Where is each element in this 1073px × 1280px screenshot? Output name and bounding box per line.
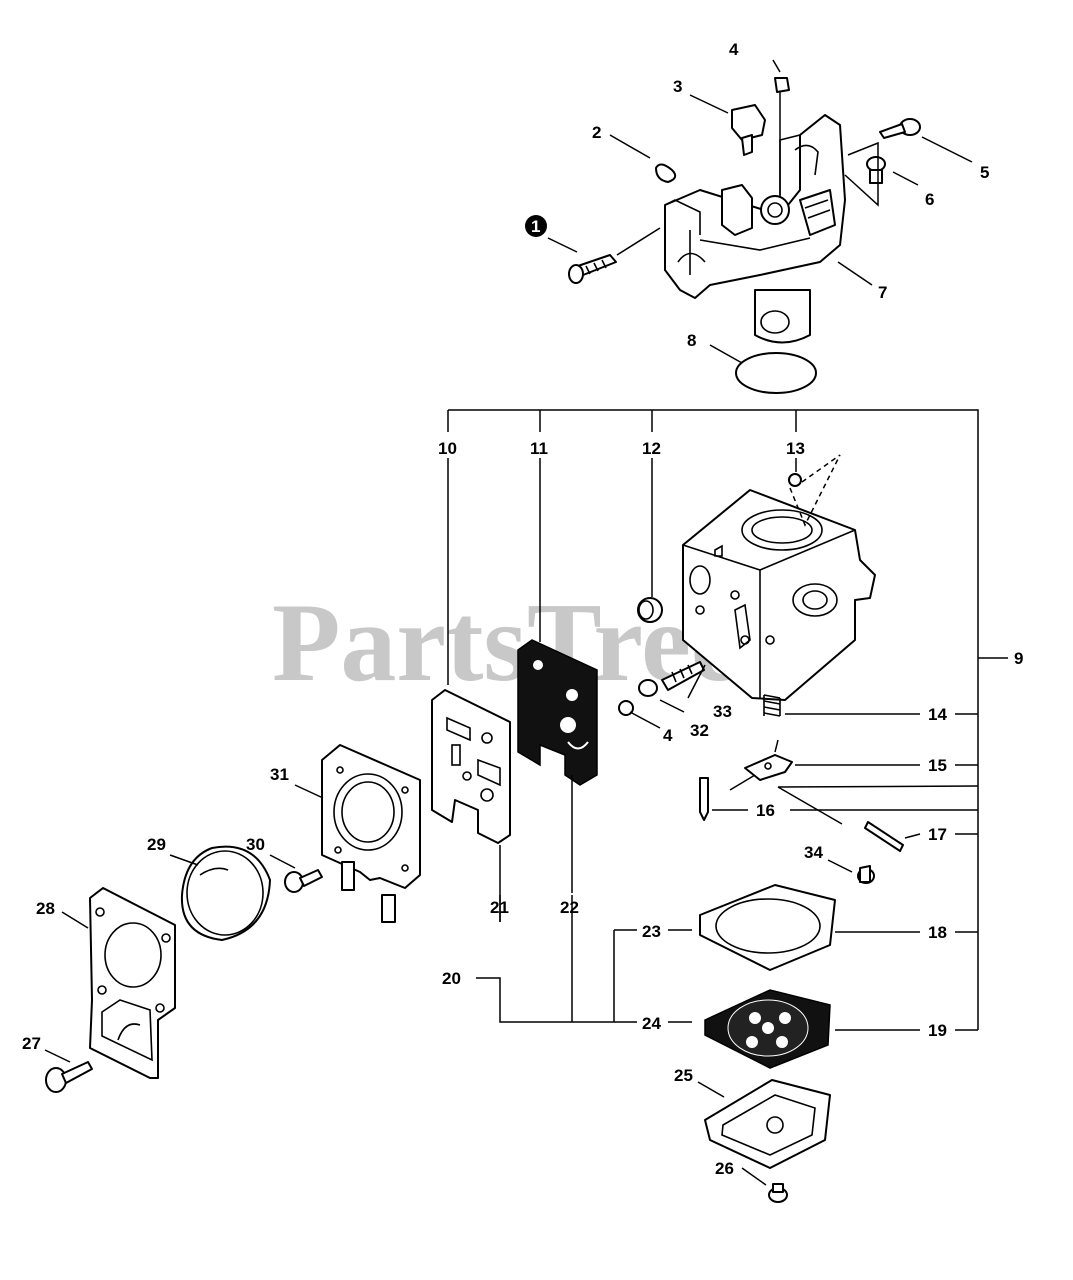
screw-34[interactable] <box>857 865 875 884</box>
screw-27[interactable] <box>45 1061 93 1093</box>
lever-15[interactable] <box>744 754 793 781</box>
callout-33: 33 <box>713 702 732 721</box>
clip-2[interactable] <box>655 163 677 183</box>
primer-bulb-29[interactable] <box>180 845 271 941</box>
callout-26: 26 <box>715 1159 734 1178</box>
ball-13[interactable] <box>788 473 802 487</box>
callout-1-badge <box>525 215 547 237</box>
callout-7: 7 <box>878 283 887 302</box>
plate-28[interactable] <box>89 887 176 1079</box>
callout-20: 20 <box>442 969 461 988</box>
carburetor-body-9[interactable] <box>682 489 876 701</box>
callout-27: 27 <box>22 1034 41 1053</box>
callout-14: 14 <box>928 705 947 724</box>
nut-4[interactable] <box>774 77 790 93</box>
callout-22: 22 <box>560 898 579 917</box>
diaphragm-19[interactable] <box>704 989 831 1069</box>
callout-2: 2 <box>592 123 601 142</box>
callout-18: 18 <box>928 923 947 942</box>
callout-32: 32 <box>690 721 709 740</box>
callout-23: 23 <box>642 922 661 941</box>
screw-30[interactable] <box>284 869 323 893</box>
needle-screw-33[interactable] <box>661 661 705 691</box>
cover-25[interactable] <box>704 1079 831 1169</box>
callout-28: 28 <box>36 899 55 918</box>
callout-19: 19 <box>928 1021 947 1040</box>
callout-1: 1 <box>531 217 540 236</box>
callout-21: 21 <box>490 898 509 917</box>
adjusting-screw-3[interactable] <box>731 104 766 156</box>
callout-24: 24 <box>642 1014 661 1033</box>
callout-4: 4 <box>729 40 739 59</box>
callout-5: 5 <box>980 163 989 182</box>
callout-11: 11 <box>530 439 548 458</box>
plug-12[interactable] <box>637 597 663 623</box>
o-ring-8[interactable] <box>735 352 817 394</box>
nut-4-lower[interactable] <box>618 700 634 716</box>
pin-17[interactable] <box>864 821 904 852</box>
callout-17: 17 <box>928 825 947 844</box>
leader-lines <box>44 59 1008 1186</box>
callout-25: 25 <box>674 1066 693 1085</box>
gasket-10[interactable] <box>431 689 511 844</box>
callout-8: 8 <box>687 331 696 350</box>
needle-16[interactable] <box>699 777 709 821</box>
gasket-11[interactable] <box>517 639 598 786</box>
callout-10: 10 <box>438 439 457 458</box>
gasket-18[interactable] <box>699 884 836 971</box>
callout-12: 12 <box>642 439 661 458</box>
callout-3: 3 <box>673 77 682 96</box>
throttle-body-assembly[interactable] <box>664 114 846 344</box>
watermark: PartsTree <box>272 581 741 705</box>
callout-4-lower: 4 <box>663 726 673 745</box>
pump-body-31[interactable] <box>321 744 421 923</box>
callout-6: 6 <box>925 190 934 209</box>
screw-1[interactable] <box>568 254 617 284</box>
screw-26[interactable] <box>768 1183 788 1203</box>
callout-16: 16 <box>756 801 775 820</box>
callout-34: 34 <box>804 843 823 862</box>
screw-6[interactable] <box>866 156 886 184</box>
callout-30: 30 <box>246 835 265 854</box>
spring-14[interactable] <box>763 694 781 717</box>
callout-13: 13 <box>786 439 805 458</box>
callout-9: 9 <box>1014 649 1023 668</box>
seal-32[interactable] <box>638 679 658 697</box>
callout-15: 15 <box>928 756 947 775</box>
callout-31: 31 <box>270 765 289 784</box>
screw-5[interactable] <box>879 118 921 139</box>
callout-labels: 1 2 3 4 5 6 7 8 9 10 11 12 13 14 15 16 1… <box>22 40 1023 1178</box>
callout-29: 29 <box>147 835 166 854</box>
